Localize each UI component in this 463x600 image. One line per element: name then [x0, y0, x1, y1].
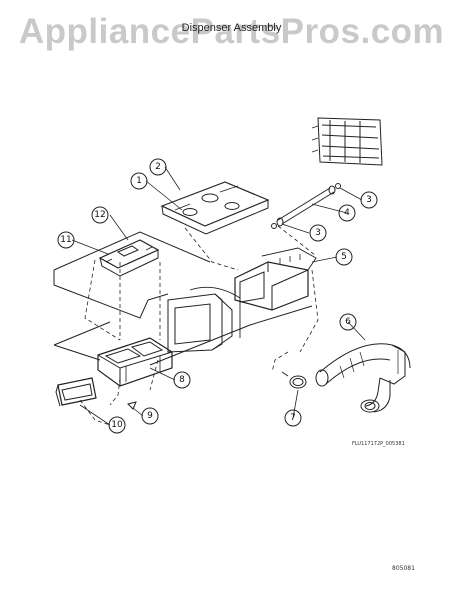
- callout-6: 6: [345, 317, 351, 327]
- dispenser-drawer-drawing: [97, 337, 173, 387]
- page-reference: 805081: [392, 565, 415, 572]
- bracket-drawing: [98, 239, 160, 277]
- cabinet-outline-drawing: [53, 231, 313, 366]
- diagram-title: Dispenser Assembly: [181, 22, 282, 34]
- callout-8: 8: [179, 375, 185, 385]
- callout-1: 1: [136, 176, 142, 186]
- drawing-reference: FLU117172P_005381: [352, 441, 405, 447]
- callout-3-lower: 3: [315, 228, 321, 238]
- dispenser-housing-drawing: [234, 247, 317, 311]
- fill-hose-drawing: [271, 183, 341, 229]
- callout-5: 5: [341, 252, 347, 262]
- callout-9: 9: [147, 411, 153, 421]
- callout-7: 7: [290, 413, 296, 423]
- assembly-guide-lines: [79, 225, 319, 426]
- callout-11: 11: [60, 235, 71, 245]
- callout-3-upper: 3: [366, 195, 372, 205]
- tub-opening-drawing: [167, 286, 241, 353]
- drawer-handle-drawing: [55, 377, 97, 407]
- callout-circles: [57, 158, 378, 434]
- dispenser-cover-drawing: [160, 181, 270, 235]
- control-panel-drawing: [311, 117, 383, 166]
- callout-10: 10: [111, 420, 123, 430]
- callout-2: 2: [155, 162, 161, 172]
- leader-lines: [71, 166, 366, 426]
- drain-hose-drawing: [315, 343, 411, 413]
- hose-clamp-drawing: [281, 371, 307, 389]
- watermark: AppliancePartsPros.com: [18, 12, 445, 51]
- callout-4: 4: [344, 208, 350, 218]
- screw-drawing: [127, 401, 137, 410]
- callout-12: 12: [94, 210, 105, 220]
